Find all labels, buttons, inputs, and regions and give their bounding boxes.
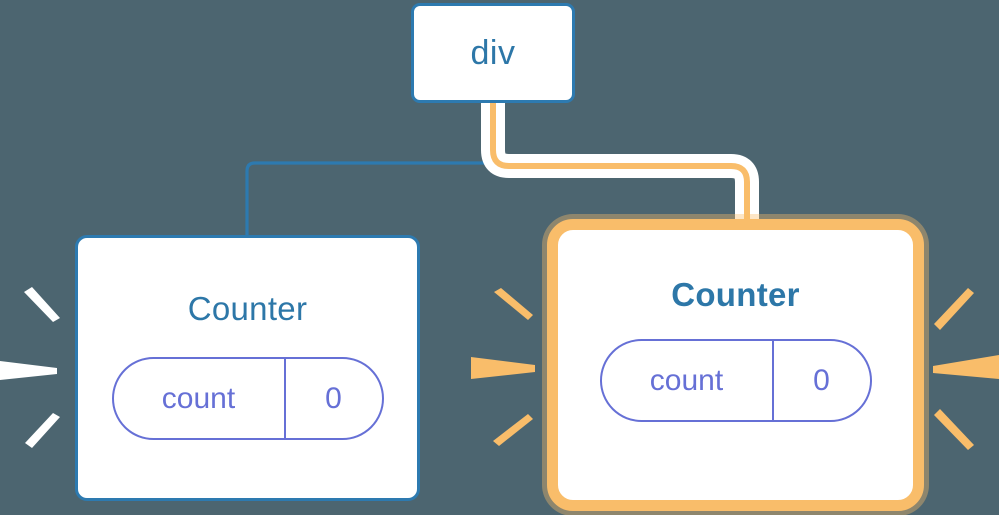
node-div[interactable]: div bbox=[411, 3, 575, 103]
state-key-count: count bbox=[114, 359, 286, 438]
burst-ray-upper bbox=[494, 288, 533, 320]
state-pill-counter-right: count 0 bbox=[599, 339, 872, 422]
edge-div-to-counter-left bbox=[245, 103, 495, 235]
burst-ray-middle bbox=[0, 361, 57, 380]
state-pill-counter-left: count 0 bbox=[111, 357, 384, 440]
burst-ray-middle bbox=[471, 357, 535, 379]
burst-right-of-counter-left bbox=[471, 288, 535, 446]
state-value-count: 0 bbox=[325, 381, 342, 415]
burst-ray-middle bbox=[933, 355, 999, 379]
burst-ray-lower bbox=[934, 409, 974, 450]
edge-div-to-counter-right-halo bbox=[481, 103, 759, 232]
node-counter-right-title: Counter bbox=[671, 276, 800, 313]
burst-ray-lower bbox=[493, 414, 533, 446]
burst-ray-lower bbox=[25, 413, 60, 448]
state-key-count: count bbox=[602, 341, 774, 420]
edge-div-to-counter-right bbox=[490, 103, 750, 232]
burst-ray-upper bbox=[24, 287, 60, 322]
state-value-count: 0 bbox=[813, 363, 830, 397]
node-counter-left-title: Counter bbox=[187, 290, 308, 327]
burst-ray-upper bbox=[934, 288, 974, 330]
burst-right-of-counter-right bbox=[933, 288, 999, 450]
node-div-label: div bbox=[470, 34, 516, 72]
node-counter-right[interactable]: Counter count 0 bbox=[547, 219, 924, 511]
burst-left-of-counter-left bbox=[0, 287, 60, 448]
node-counter-left[interactable]: Counter count 0 bbox=[75, 235, 420, 501]
